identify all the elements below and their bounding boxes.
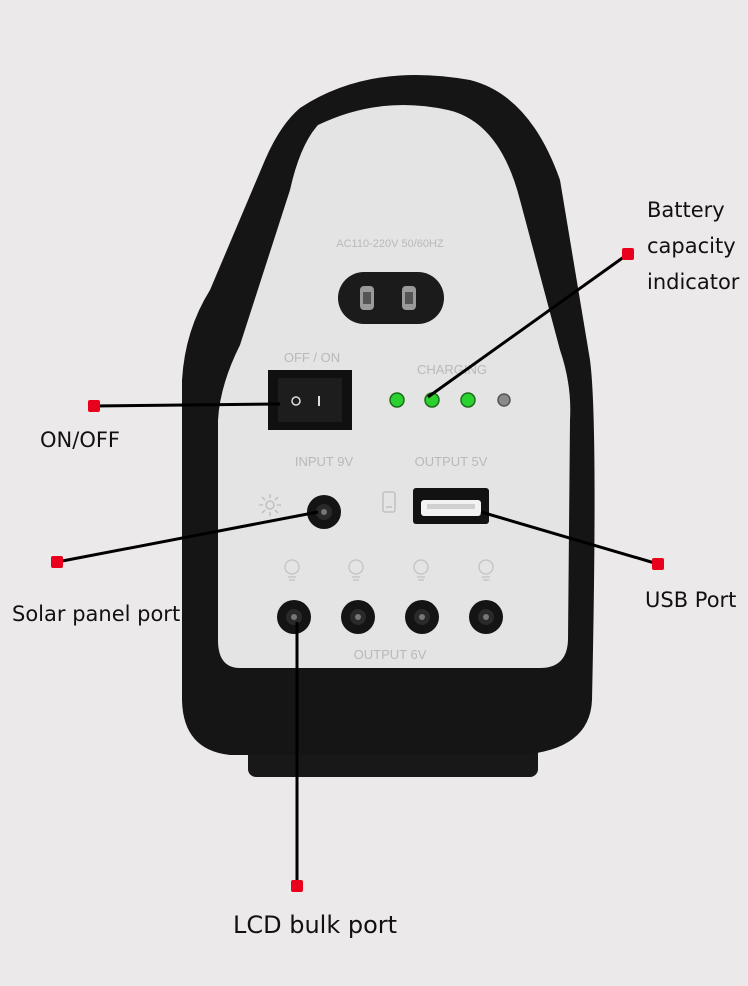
- bulb-icons: [284, 559, 494, 581]
- phone-icon: [382, 491, 396, 513]
- bulb-icon: [413, 559, 429, 581]
- battery-label-line1: Battery: [647, 198, 725, 222]
- battery-leds: [389, 392, 511, 408]
- lcd-marker: [291, 880, 303, 892]
- switch-label: OFF / ON: [284, 350, 340, 365]
- battery-label-line3: indicator: [647, 270, 740, 294]
- bulb-icon: [478, 559, 494, 581]
- bulb-port[interactable]: [277, 600, 311, 634]
- usb-port[interactable]: [413, 488, 489, 524]
- battery-label-line2: capacity: [647, 234, 736, 258]
- led-4: [497, 393, 511, 407]
- usb-marker: [652, 558, 664, 570]
- onoff-callout-label: ON/OFF: [40, 428, 121, 452]
- output-5v-label: OUTPUT 5V: [415, 454, 488, 469]
- solar-port[interactable]: [307, 495, 341, 529]
- input-label: INPUT 9V: [295, 454, 354, 469]
- solar-marker: [51, 556, 63, 568]
- solar-callout-label: Solar panel port: [12, 602, 181, 626]
- onoff-callout-line: [93, 402, 281, 408]
- lcd-callout-label: LCD bulk port: [233, 911, 398, 939]
- usb-callout-line: [480, 510, 659, 566]
- battery-callout-label: Battery capacity indicator: [647, 192, 739, 300]
- device-face: [218, 105, 571, 668]
- usb-callout-label: USB Port: [645, 588, 737, 612]
- bulb-port[interactable]: [469, 600, 503, 634]
- ac-inlet: [338, 272, 444, 324]
- led-1: [389, 392, 405, 408]
- battery-callout-line: [427, 252, 629, 399]
- charging-label: CHARGING: [417, 362, 487, 377]
- ac-rating-text: AC110-220V 50/60HZ: [336, 238, 444, 250]
- led-3: [460, 392, 476, 408]
- bulb-icon: [348, 559, 364, 581]
- power-switch[interactable]: [268, 370, 352, 430]
- bulb-port[interactable]: [341, 600, 375, 634]
- battery-marker: [622, 248, 634, 260]
- sun-icon: [259, 494, 281, 516]
- onoff-marker: [88, 400, 100, 412]
- output-6v-label: OUTPUT 6V: [354, 647, 427, 662]
- bulb-port[interactable]: [405, 600, 439, 634]
- solar-callout-line: [56, 510, 319, 564]
- bulb-icon: [284, 559, 300, 581]
